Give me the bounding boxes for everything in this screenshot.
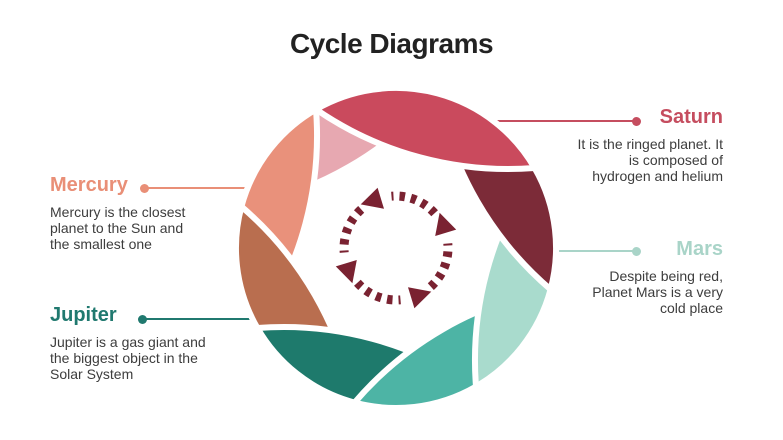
jupiter-connector-line: [143, 318, 313, 320]
mercury-description: Mercury is the closest: [50, 204, 186, 220]
mercury-connector-dot: [140, 184, 149, 193]
mars-connector-line: [528, 250, 637, 252]
mars-description: Despite being red,: [609, 268, 723, 284]
jupiter-label: Jupiter: [50, 304, 117, 326]
page-title: Cycle Diagrams: [289, 28, 494, 59]
saturn-description: It is the ringed planet. It: [577, 136, 723, 152]
jupiter-connector-dot: [138, 315, 147, 324]
callout-mars: Mars Despite being red, Planet Mars is a…: [553, 238, 723, 316]
saturn-connector-dot: [632, 117, 641, 126]
center-circle: [308, 160, 484, 336]
cycle-pinwheel-diagram: [226, 78, 566, 418]
mercury-label: Mercury: [50, 174, 128, 196]
jupiter-description: Jupiter is a gas giant and: [50, 334, 206, 350]
callout-mercury: Mercury Mercury is the closest planet to…: [50, 174, 210, 252]
callout-saturn: Saturn It is the ringed planet. It is co…: [553, 106, 723, 184]
saturn-label: Saturn: [659, 106, 723, 128]
callout-jupiter: Jupiter Jupiter is a gas giant and the b…: [50, 304, 220, 382]
saturn-connector-line: [450, 120, 637, 122]
mars-connector-dot: [632, 247, 641, 256]
mars-label: Mars: [676, 238, 723, 260]
mercury-connector-line: [144, 187, 304, 189]
